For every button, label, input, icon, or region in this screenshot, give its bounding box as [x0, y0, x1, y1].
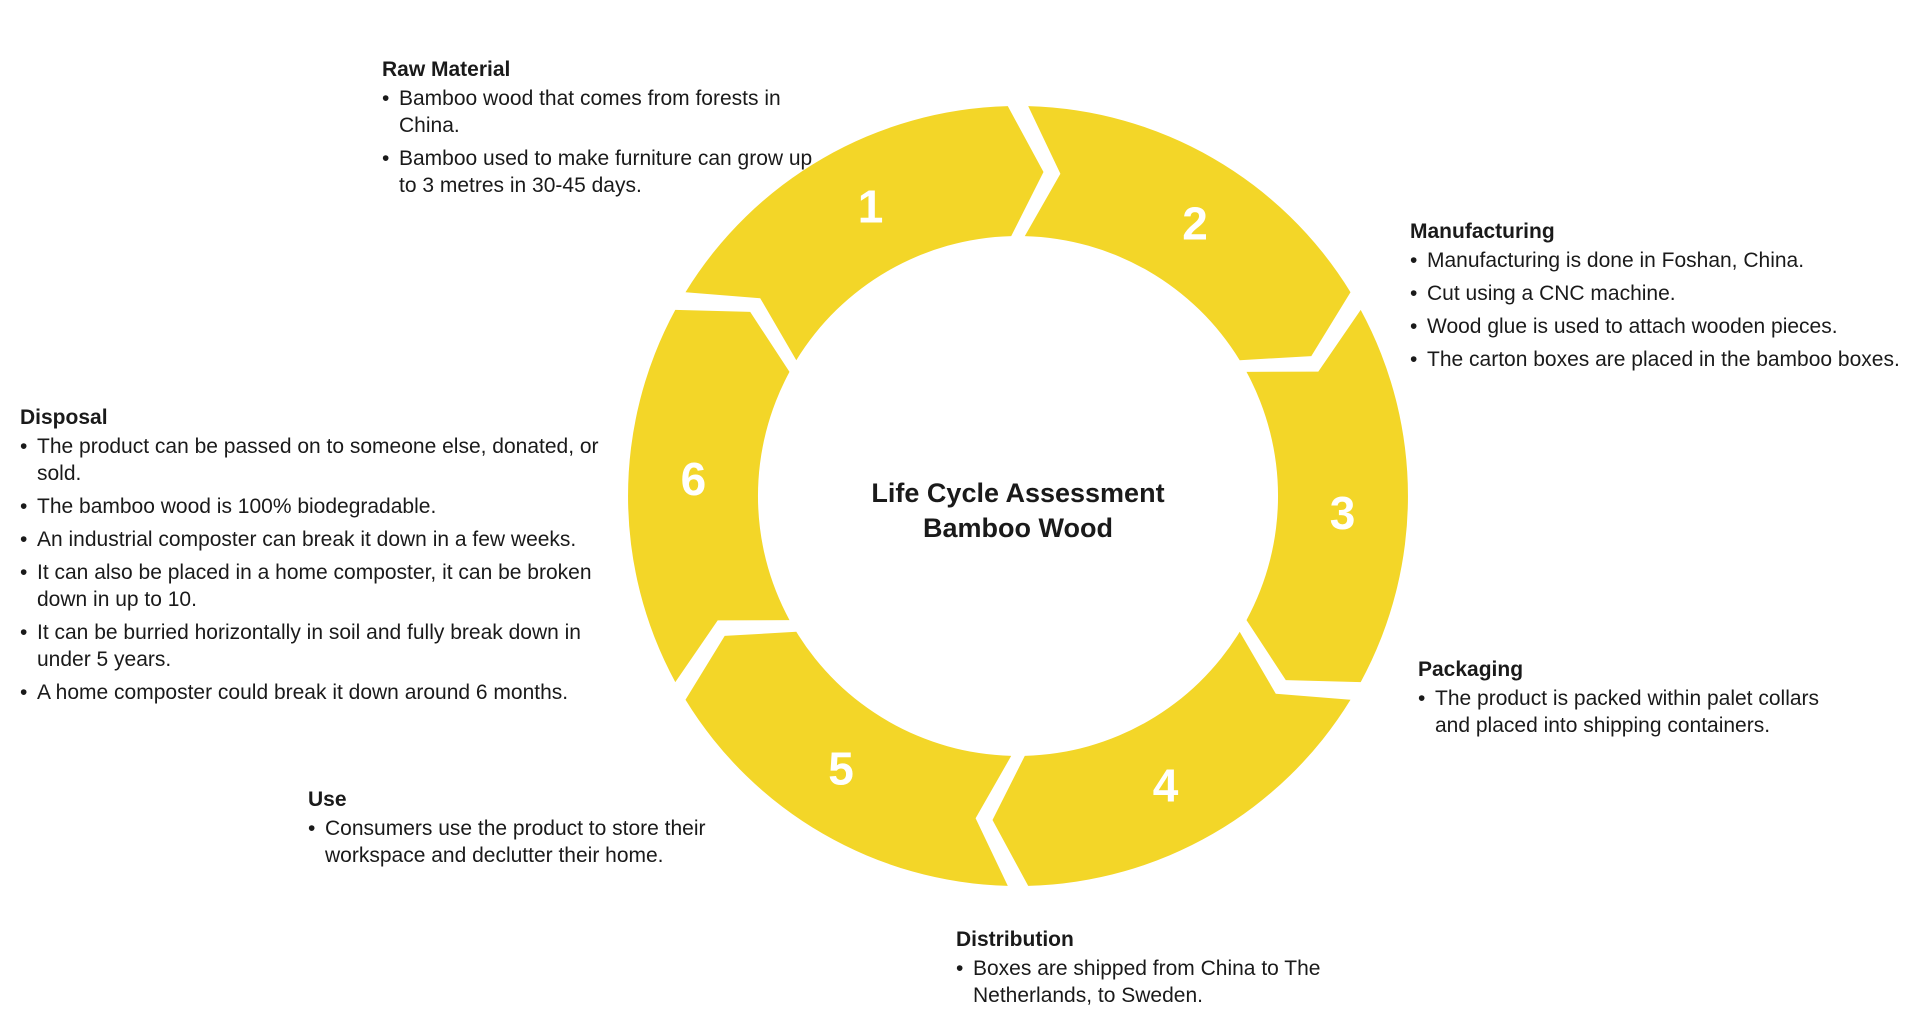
stage-numbers: 1 2 3 4 5 6 [681, 180, 1356, 811]
stage-bullet-list: Manufacturing is done in Foshan, China. … [1410, 247, 1910, 373]
stage-number-4: 4 [1153, 760, 1179, 812]
stage-bullet: Bamboo used to make furniture can grow u… [382, 145, 822, 199]
cycle-arrow-segment-5 [685, 631, 1012, 886]
stage-title: Disposal [20, 406, 108, 429]
cycle-arrow-segment-6 [628, 309, 790, 683]
stage-packaging: Packaging The product is packed within p… [1418, 656, 1858, 745]
stage-title: Raw Material [382, 58, 511, 81]
stage-bullet: Cut using a CNC machine. [1410, 280, 1910, 307]
stage-title: Packaging [1418, 658, 1524, 681]
stage-number-1: 1 [858, 180, 884, 232]
stage-title: Use [308, 788, 347, 811]
center-title: Life Cycle Assessment Bamboo Wood [838, 476, 1198, 546]
stage-title: Manufacturing [1410, 220, 1555, 243]
stage-bullet-list: Bamboo wood that comes from forests in C… [382, 85, 822, 199]
stage-bullet-list: Boxes are shipped from China to The Neth… [956, 955, 1336, 1009]
stage-bullet: It can also be placed in a home composte… [20, 559, 620, 613]
stage-number-5: 5 [828, 743, 854, 795]
stage-bullet: Consumers use the product to store their… [308, 815, 748, 869]
stage-bullet: Wood glue is used to attach wooden piece… [1410, 313, 1910, 340]
stage-bullet: Bamboo wood that comes from forests in C… [382, 85, 822, 139]
stage-number-2: 2 [1182, 197, 1208, 249]
cycle-arrow-segment-4 [992, 631, 1351, 886]
stage-bullet: The product is packed within palet colla… [1418, 685, 1858, 739]
cycle-arrow-segment-2 [1024, 106, 1351, 361]
stage-bullet: Boxes are shipped from China to The Neth… [956, 955, 1336, 1009]
stage-number-3: 3 [1330, 487, 1356, 539]
cycle-arrow-segment-3 [1246, 309, 1408, 683]
stage-bullet: The bamboo wood is 100% biodegradable. [20, 493, 620, 520]
stage-manufacturing: Manufacturing Manufacturing is done in F… [1410, 218, 1910, 379]
stage-disposal: Disposal The product can be passed on to… [20, 404, 620, 712]
stage-bullet-list: Consumers use the product to store their… [308, 815, 748, 869]
center-title-line2: Bamboo Wood [923, 513, 1113, 543]
stage-number-6: 6 [681, 453, 707, 505]
stage-distribution: Distribution Boxes are shipped from Chin… [956, 926, 1336, 1015]
stage-bullet: The carton boxes are placed in the bambo… [1410, 346, 1910, 373]
stage-bullet: Manufacturing is done in Foshan, China. [1410, 247, 1910, 274]
center-title-line1: Life Cycle Assessment [871, 478, 1165, 508]
stage-bullet-list: The product is packed within palet colla… [1418, 685, 1858, 739]
stage-bullet: An industrial composter can break it dow… [20, 526, 620, 553]
stage-bullet: The product can be passed on to someone … [20, 433, 620, 487]
stage-raw-material: Raw Material Bamboo wood that comes from… [382, 56, 822, 205]
stage-bullet: It can be burried horizontally in soil a… [20, 619, 620, 673]
cycle-arrow-segment-1 [685, 106, 1044, 361]
stage-use: Use Consumers use the product to store t… [308, 786, 748, 875]
stage-bullet: A home composter could break it down aro… [20, 679, 620, 706]
stage-title: Distribution [956, 928, 1074, 951]
cycle-arrows [628, 106, 1408, 886]
stage-bullet-list: The product can be passed on to someone … [20, 433, 620, 706]
